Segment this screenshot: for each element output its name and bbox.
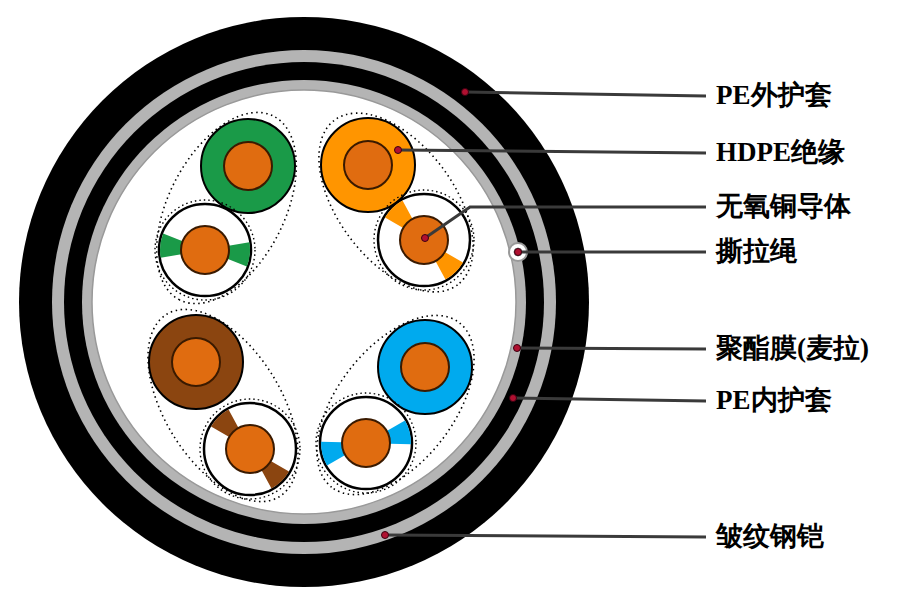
- copper-conductor: [226, 425, 274, 473]
- twisted-pair: [128, 90, 325, 327]
- pair-shield-outline: [117, 284, 329, 527]
- dotted-ring: [316, 393, 416, 493]
- hdpe-insulation-striped: [378, 194, 470, 286]
- copper-conductor: [342, 419, 390, 467]
- dotted-ring: [155, 200, 255, 300]
- leader-line: [513, 398, 706, 401]
- hdpe-insulation-striped: [159, 204, 251, 296]
- leader-dot: [462, 89, 469, 96]
- copper-conductor: [344, 141, 392, 189]
- hdpe-insulation-striped: [320, 397, 412, 489]
- inner-pe-jacket: [64, 62, 544, 542]
- pair-shield-outline: [286, 287, 505, 523]
- color-stripe: [227, 242, 250, 266]
- part-label: 撕拉绳: [716, 235, 797, 267]
- leader-line: [517, 348, 706, 349]
- part-label: 无氧铜导体: [716, 190, 851, 222]
- part-label: PE内护套: [716, 384, 832, 416]
- leader-dot: [515, 249, 522, 256]
- part-label: PE外护套: [716, 79, 832, 111]
- part-label: 聚酯膜(麦拉): [716, 332, 869, 364]
- copper-conductor: [172, 338, 220, 386]
- copper-conductor: [181, 226, 229, 274]
- leader-dot: [514, 345, 521, 352]
- copper-conductor: [400, 216, 448, 264]
- leader-dot: [382, 532, 389, 539]
- copper-conductor: [401, 343, 449, 391]
- hdpe-insulation: [149, 315, 243, 409]
- part-label: HDPE绝缘: [716, 136, 845, 168]
- pair-shield-outline: [288, 85, 504, 319]
- twisted-pair: [117, 284, 329, 527]
- pair-shield-outline: [128, 90, 325, 327]
- ripcord-core: [514, 248, 522, 256]
- cable-core-area: [92, 90, 516, 514]
- hdpe-insulation: [321, 118, 415, 212]
- twisted-pair: [286, 287, 505, 523]
- leader-line: [398, 150, 706, 153]
- copper-conductor: [224, 142, 272, 190]
- leader-dot: [510, 395, 517, 402]
- twisted-pair: [288, 85, 504, 319]
- corrugated-steel-armor: [52, 50, 556, 554]
- leader-line: [465, 92, 706, 96]
- hdpe-insulation: [201, 119, 295, 213]
- color-stripe: [160, 233, 183, 257]
- leader-line: [385, 535, 706, 537]
- leader-line: [425, 207, 706, 238]
- leader-dot: [395, 147, 402, 154]
- part-label: 皱纹钢铠: [716, 520, 824, 552]
- polyester-film: [82, 80, 526, 524]
- leader-dot: [422, 235, 429, 242]
- hdpe-insulation-striped: [204, 403, 296, 495]
- dotted-ring: [200, 399, 300, 499]
- dotted-ring: [374, 190, 474, 290]
- leader-line: [518, 251, 706, 254]
- outer-pe-jacket: [19, 17, 589, 587]
